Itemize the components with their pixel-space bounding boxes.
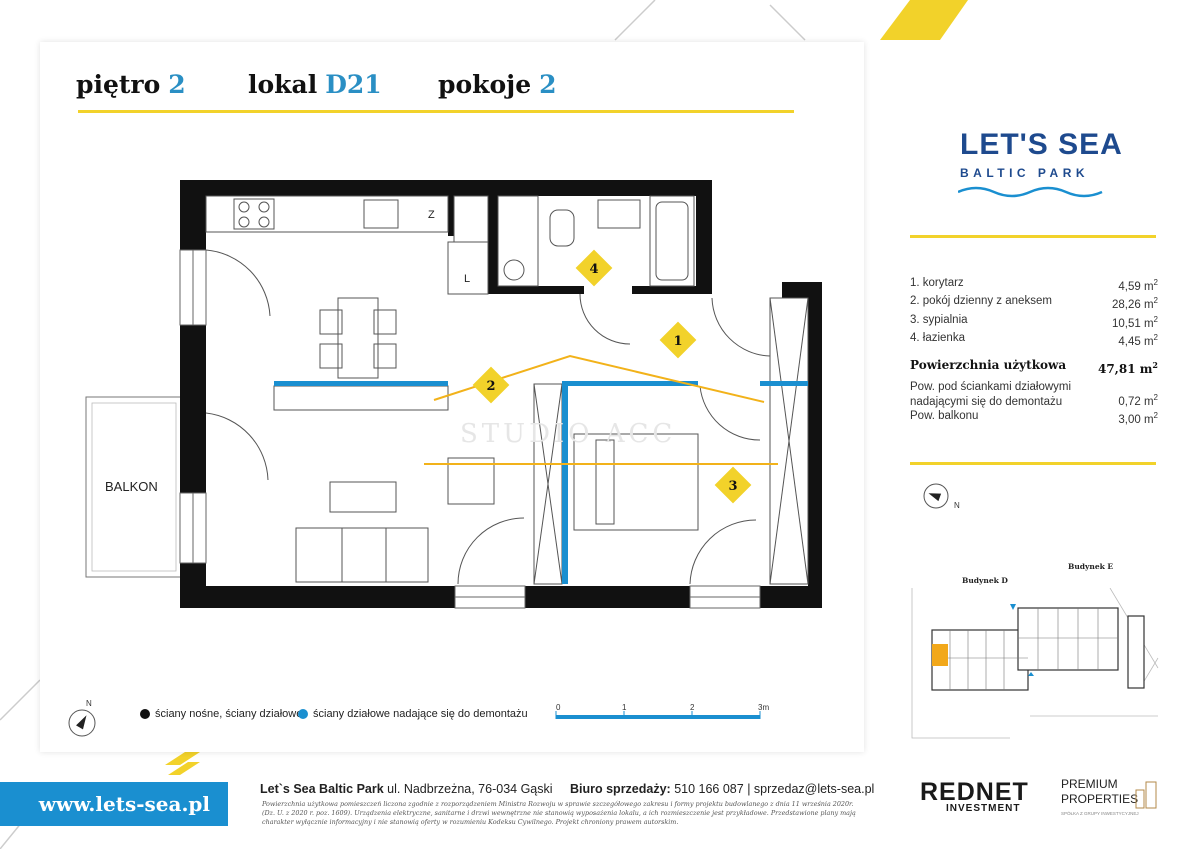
premium-properties-icon — [1135, 781, 1157, 809]
scale-tick-3: 3m — [758, 703, 769, 712]
scale-tick-0: 0 — [556, 703, 561, 712]
legend-removable: ściany działowe nadające się do demontaż… — [298, 708, 528, 720]
svg-text:N: N — [954, 501, 960, 510]
room-number-3: 3 — [728, 479, 737, 494]
wardrobe-label: L — [464, 273, 470, 285]
building-e-label: Budynek E — [1068, 562, 1114, 571]
brand-logo-subtitle: BALTIC PARK — [960, 166, 1090, 180]
compass-north-label: N — [86, 699, 92, 708]
premium-logo-line2: PROPERTIES — [1061, 792, 1139, 806]
rednet-subtitle: INVESTMENT — [946, 803, 1021, 814]
sales-email-link[interactable]: sprzedaz@lets-sea.pl — [753, 782, 875, 796]
site-plan — [911, 588, 1159, 739]
room-number-1: 1 — [673, 334, 682, 349]
balcony-label: BALKON — [105, 479, 158, 494]
sales-contact: Biuro sprzedaży: 510 166 087 | sprzedaz@… — [570, 782, 875, 796]
scale-tick-2: 2 — [690, 703, 695, 712]
black-dot-icon — [140, 709, 150, 719]
brand-logo-title: LET'S SEA — [960, 128, 1123, 161]
room-number-4: 4 — [589, 262, 598, 277]
project-address: Let`s Sea Baltic Park ul. Nadbrzeżna, 76… — [260, 782, 553, 796]
website-link[interactable]: www.lets-sea.pl — [0, 782, 228, 826]
room-number-2: 2 — [486, 379, 495, 394]
premium-logo-subtitle: SPÓŁKA Z GRUPY INWESTYCYJNEJ — [1061, 811, 1139, 816]
premium-logo-line1: PREMIUM — [1061, 777, 1118, 791]
watermark: STUDIO ACC — [460, 419, 676, 449]
table-divider — [910, 462, 1156, 465]
logo-divider — [910, 235, 1156, 238]
legal-disclaimer: Powierzchnia użytkowa pomieszczeń liczon… — [262, 800, 856, 826]
building-d-label: Budynek D — [962, 576, 1008, 585]
compass-icon: N — [923, 483, 960, 510]
legend-load-bearing: ściany nośne, ściany działowe — [140, 708, 302, 720]
scale-tick-1: 1 — [622, 703, 627, 712]
blue-dot-icon — [298, 709, 308, 719]
header-divider — [78, 110, 794, 113]
rednet-logo: REDNET — [920, 778, 1029, 806]
fridge-label: Z — [428, 209, 435, 221]
wave-logo-icon — [958, 186, 1103, 198]
floor-plan: 1 2 3 4 Z L BALKON STUDIO ACC N 0 1 2 3m — [68, 180, 822, 737]
